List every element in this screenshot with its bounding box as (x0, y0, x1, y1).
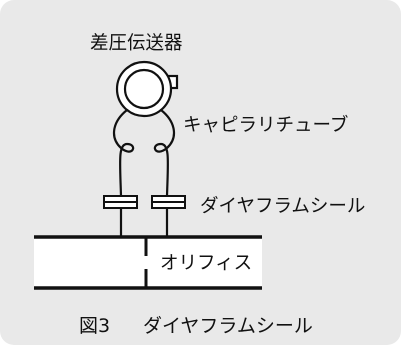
capillary-label: キャピラリチューブ (183, 114, 348, 136)
transmitter-label: 差圧伝送器 (90, 33, 183, 54)
diaphragm-seal-right-bottom (151, 201, 186, 209)
seal-label: ダイヤフラムシール (200, 196, 365, 217)
pipe (34, 235, 262, 290)
diaphragm-seal-left-bottom (103, 201, 138, 209)
diaphragm-seals (103, 195, 186, 209)
figure-number: 図3 (79, 315, 110, 337)
capillary-tubes (113, 108, 175, 238)
figure-title: ダイヤフラムシール (143, 315, 313, 337)
pipe-interior (34, 237, 262, 288)
transmitter-body (115, 60, 179, 118)
orifice-label: オリフィス (160, 253, 252, 274)
capillary-tube-right (153, 108, 175, 198)
capillary-tube-left (113, 108, 135, 198)
transmitter-inner-ring (123, 68, 165, 110)
